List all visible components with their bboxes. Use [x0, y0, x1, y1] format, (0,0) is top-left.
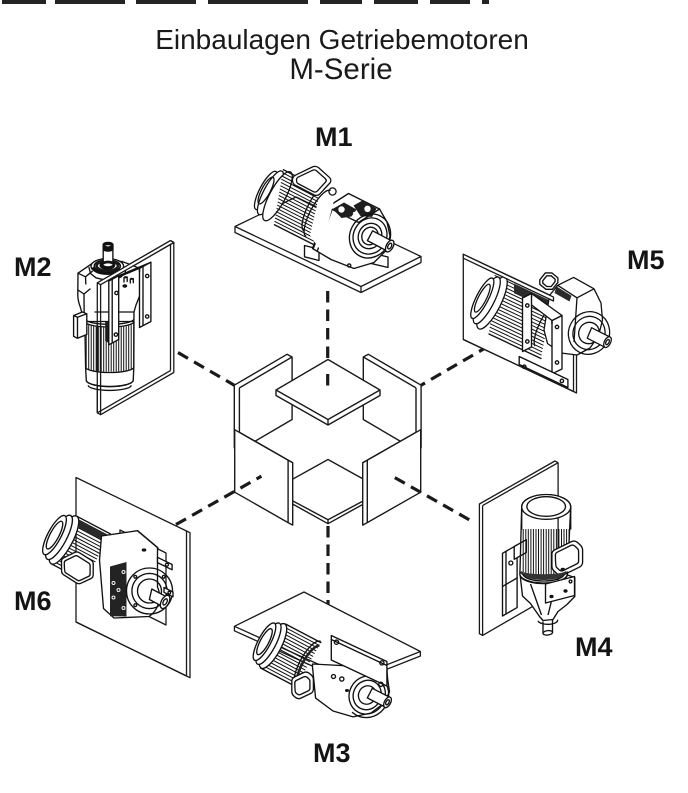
svg-text:M6: M6 [14, 586, 52, 616]
svg-text:M3: M3 [313, 738, 351, 768]
svg-text:M5: M5 [627, 245, 665, 275]
svg-text:Einbaulagen Getriebemotoren: Einbaulagen Getriebemotoren [155, 24, 529, 55]
svg-text:M1: M1 [315, 122, 353, 152]
svg-text:M4: M4 [575, 632, 613, 662]
svg-text:M2: M2 [14, 252, 52, 282]
svg-text:M-Serie: M-Serie [289, 53, 392, 86]
